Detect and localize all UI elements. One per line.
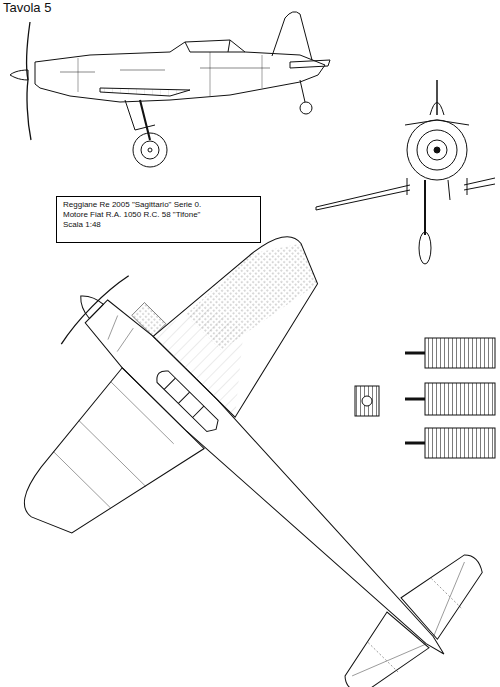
front-view: [316, 80, 495, 264]
plate-label: Tavola 5: [3, 0, 51, 15]
top-view: [0, 159, 500, 687]
title-box: Reggiane Re 2005 "Sagittario" Serie 0.Mo…: [56, 196, 261, 243]
title-text: Reggiane Re 2005 "Sagittario" Serie 0.: [63, 200, 254, 210]
engine-views: [355, 338, 495, 458]
title-text: Scala 1:48: [63, 220, 254, 230]
side-view: [10, 12, 330, 167]
title-text: Motore Fiat R.A. 1050 R.C. 58 "Tifone": [63, 210, 254, 220]
